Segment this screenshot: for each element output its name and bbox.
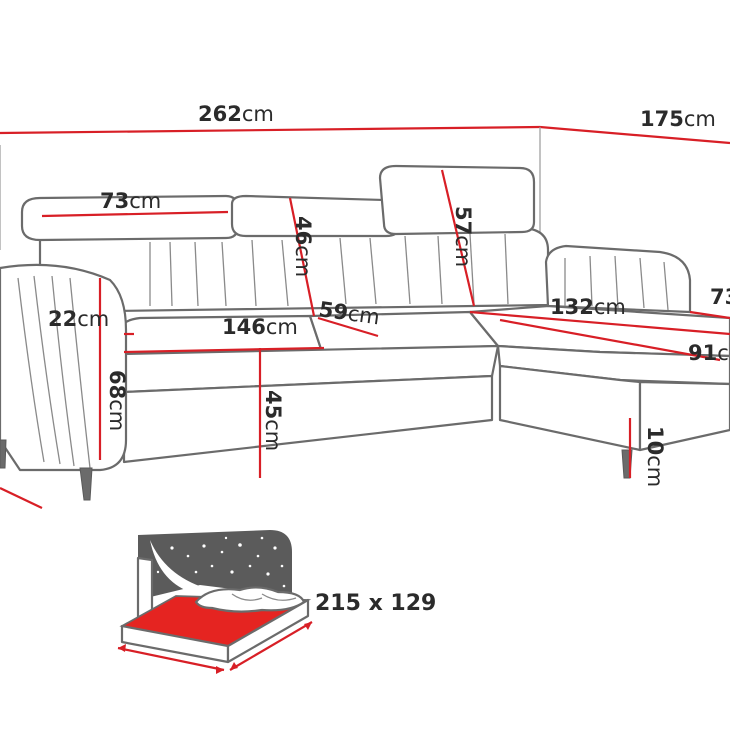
mattress-right bbox=[226, 598, 310, 664]
seat-width-line bbox=[123, 346, 325, 354]
pillow-blanket bbox=[194, 586, 306, 613]
leg-front-left bbox=[79, 467, 93, 501]
headrest-width-line bbox=[41, 210, 229, 218]
dimension-labels: 262cm 175cm 73cm 46cm 57cm 59cm 132cm 73… bbox=[48, 102, 730, 487]
overall-length-line bbox=[0, 125, 541, 135]
label-chaise-edge: 73 bbox=[710, 285, 730, 309]
label-overall-length: 262cm bbox=[198, 102, 274, 126]
label-headrest-width: 73cm bbox=[100, 189, 161, 213]
sleeping-depth-arrow bbox=[229, 621, 313, 671]
label-overall-depth: 175cm bbox=[640, 107, 716, 131]
overall-dimension-lines bbox=[0, 125, 730, 250]
backrest-seams bbox=[149, 233, 509, 307]
leg-left-back bbox=[0, 439, 7, 469]
label-leg-height: 10cm bbox=[643, 426, 667, 487]
chaise-edge-line bbox=[689, 310, 730, 320]
sleeping-arrows bbox=[117, 621, 313, 674]
seat-depth-line bbox=[317, 316, 379, 338]
moon-curve bbox=[150, 540, 205, 592]
chaise-side-base bbox=[638, 380, 730, 452]
label-seat-height: 45cm bbox=[261, 390, 285, 451]
sofa-base bbox=[122, 374, 494, 464]
label-chaise-length: 132cm bbox=[550, 295, 626, 319]
chaise-length-line bbox=[469, 310, 730, 336]
chaise-back bbox=[544, 244, 692, 314]
overall-depth-line bbox=[539, 125, 730, 145]
headrest-height-line bbox=[288, 197, 316, 317]
label-chaise-width: 91cm bbox=[688, 341, 730, 365]
chaise-width-line bbox=[499, 318, 721, 362]
chaise-seams bbox=[564, 255, 669, 311]
sleeping-area-inset: 215 x 129 bbox=[117, 530, 436, 674]
label-seat-width: 146cm bbox=[222, 315, 298, 339]
label-backrest-height: 57cm bbox=[451, 206, 475, 267]
left-depth-line bbox=[0, 487, 43, 509]
label-sleeping-area: 215 x 129 bbox=[315, 591, 436, 616]
left-armrest bbox=[0, 263, 128, 472]
label-total-height: 68cm bbox=[105, 370, 129, 431]
armrest-seams bbox=[17, 275, 91, 469]
label-headrest-height: 46cm bbox=[291, 216, 315, 277]
pillow-fold bbox=[261, 593, 297, 601]
blanket-fold bbox=[231, 593, 263, 601]
sleeping-width-arrow bbox=[117, 646, 225, 672]
dimension-lines bbox=[0, 169, 730, 509]
headrest-right bbox=[378, 164, 536, 236]
label-armrest-width: 22cm bbox=[48, 307, 109, 331]
backrest-height-line bbox=[440, 169, 476, 307]
sofa-outline bbox=[0, 164, 730, 501]
label-seat-depth: 59cm bbox=[317, 297, 381, 329]
